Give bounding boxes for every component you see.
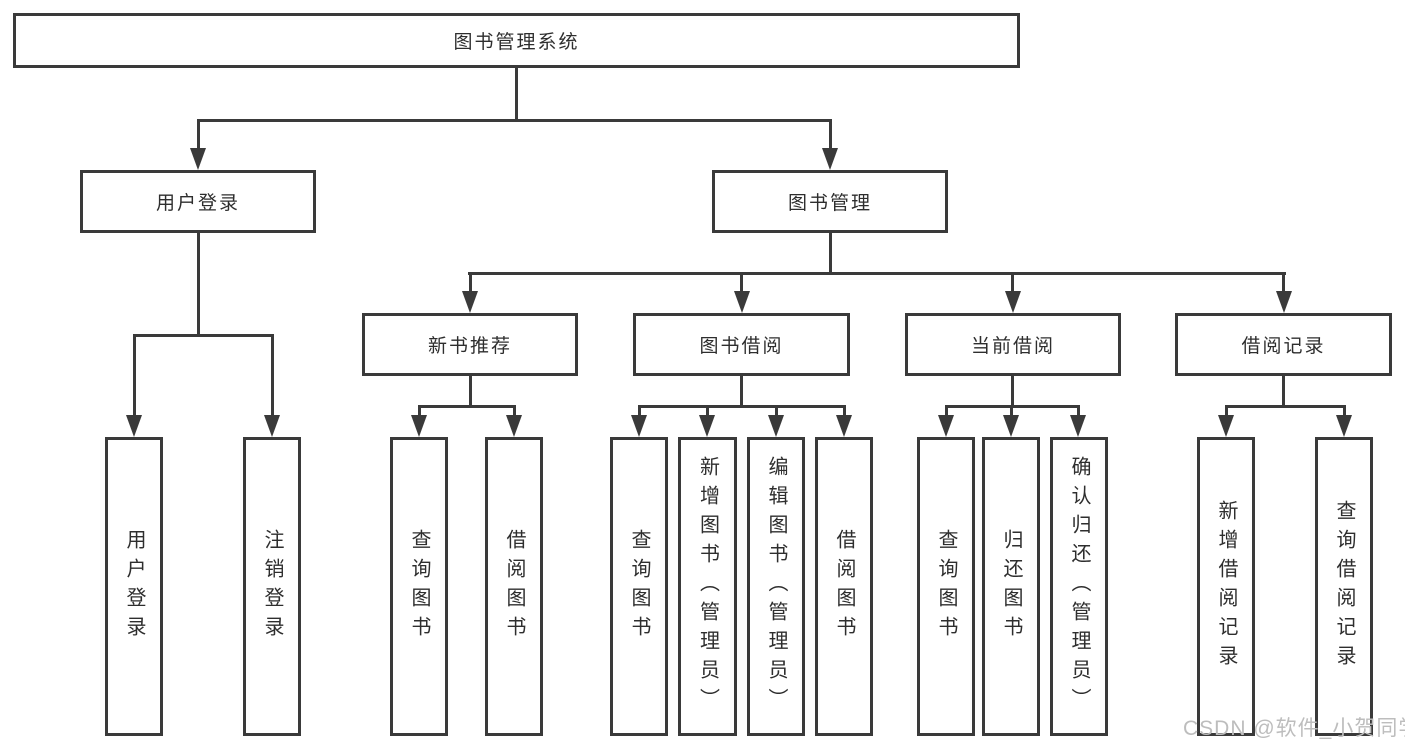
connector-line	[418, 405, 421, 419]
connector-line	[638, 405, 845, 408]
arrow-down-icon	[411, 415, 427, 437]
node-leaf-query-books-rec: 查询图书	[390, 437, 448, 736]
arrow-down-icon	[938, 415, 954, 437]
connector-line	[469, 272, 472, 295]
arrow-down-icon	[1005, 291, 1021, 313]
connector-line	[197, 119, 832, 122]
node-leaf-add-books-admin: 新增图书（管理员）	[678, 437, 737, 736]
connector-line	[1225, 405, 1228, 419]
connector-line	[271, 334, 274, 419]
connector-line	[740, 272, 743, 295]
connector-line	[468, 272, 1286, 275]
connector-line	[133, 334, 136, 419]
node-borrow-records: 借阅记录	[1175, 313, 1392, 376]
node-user-login-branch: 用户登录	[80, 170, 316, 233]
arrow-down-icon	[699, 415, 715, 437]
node-book-mgmt-branch: 图书管理	[712, 170, 948, 233]
arrow-down-icon	[1276, 291, 1292, 313]
arrow-down-icon	[631, 415, 647, 437]
node-leaf-edit-books-admin: 编辑图书（管理员）	[747, 437, 805, 736]
arrow-down-icon	[768, 415, 784, 437]
arrow-down-icon	[462, 291, 478, 313]
arrow-down-icon	[264, 415, 280, 437]
connector-line	[1282, 376, 1285, 408]
connector-line	[197, 233, 200, 337]
arrow-down-icon	[1070, 415, 1086, 437]
connector-line	[775, 405, 778, 419]
connector-line	[638, 405, 641, 419]
node-leaf-add-borrow-record: 新增借阅记录	[1197, 437, 1255, 736]
connector-line	[1011, 376, 1014, 408]
connector-line	[1077, 405, 1080, 419]
node-root: 图书管理系统	[13, 13, 1020, 68]
connector-line	[418, 405, 516, 408]
node-leaf-user-login: 用户登录	[105, 437, 163, 736]
node-leaf-borrow-books-bb: 借阅图书	[815, 437, 873, 736]
arrow-down-icon	[506, 415, 522, 437]
connector-line	[469, 376, 472, 408]
connector-line	[945, 405, 948, 419]
connector-line	[1011, 272, 1014, 295]
connector-line	[740, 376, 743, 408]
connector-line	[1225, 405, 1345, 408]
connector-line	[133, 334, 274, 337]
arrow-down-icon	[822, 148, 838, 170]
connector-line	[1343, 405, 1346, 419]
arrow-down-icon	[836, 415, 852, 437]
arrow-down-icon	[1003, 415, 1019, 437]
connector-line	[1010, 405, 1013, 419]
node-leaf-logout: 注销登录	[243, 437, 301, 736]
connector-line	[829, 119, 832, 152]
node-current-borrowing: 当前借阅	[905, 313, 1121, 376]
connector-line	[829, 233, 832, 275]
connector-line	[197, 119, 200, 152]
connector-line	[1282, 272, 1285, 295]
arrow-down-icon	[190, 148, 206, 170]
node-leaf-return-books: 归还图书	[982, 437, 1040, 736]
node-book-borrowing: 图书借阅	[633, 313, 850, 376]
node-leaf-query-books-bb: 查询图书	[610, 437, 668, 736]
node-leaf-borrow-books-rec: 借阅图书	[485, 437, 543, 736]
connector-line	[706, 405, 709, 419]
node-leaf-query-borrow-record: 查询借阅记录	[1315, 437, 1373, 736]
connector-line	[515, 68, 518, 122]
node-leaf-confirm-return-admin: 确认归还（管理员）	[1050, 437, 1108, 736]
connector-line	[843, 405, 846, 419]
connector-line	[513, 405, 516, 419]
csdn-watermark: CSDN @软件_小贺同学	[1183, 717, 1405, 740]
arrow-down-icon	[1218, 415, 1234, 437]
node-new-book-recommendation: 新书推荐	[362, 313, 578, 376]
arrow-down-icon	[734, 291, 750, 313]
arrow-down-icon	[1336, 415, 1352, 437]
arrow-down-icon	[126, 415, 142, 437]
node-leaf-query-books-cb: 查询图书	[917, 437, 975, 736]
